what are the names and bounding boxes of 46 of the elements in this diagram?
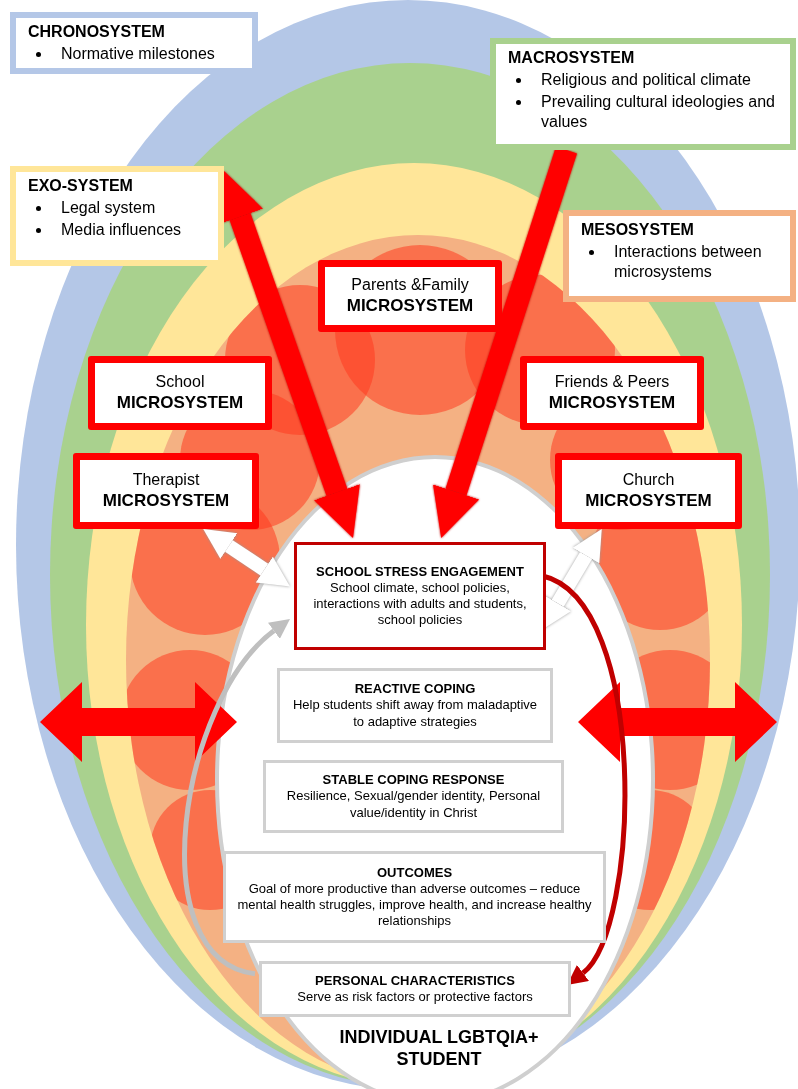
bullet-item: Normative milestones bbox=[61, 44, 215, 64]
box-title: MICROSYSTEM bbox=[102, 490, 230, 512]
box-text: Help students shift away from maladaptive to adaptive strategies bbox=[291, 697, 539, 730]
microsystem-box bbox=[520, 356, 704, 430]
microsystem-box bbox=[73, 453, 259, 529]
box-heading: PERSONAL CHARACTERISTICS bbox=[315, 972, 515, 989]
system-box bbox=[10, 12, 258, 74]
process-box bbox=[263, 760, 564, 833]
box-label: Therapist bbox=[132, 470, 200, 491]
box-label: School bbox=[155, 372, 205, 393]
process-box bbox=[259, 961, 571, 1017]
bullet-item: Legal system bbox=[61, 198, 156, 218]
process-box bbox=[277, 668, 553, 743]
microsystem-box bbox=[318, 260, 502, 332]
system-box bbox=[563, 210, 796, 302]
box-text: Serve as risk factors or protective factors bbox=[297, 989, 533, 1006]
box-heading: MACROSYSTEM bbox=[508, 48, 636, 68]
box-label: Friends & Peers bbox=[554, 372, 670, 393]
microsystem-box bbox=[555, 453, 742, 529]
box-heading: REACTIVE COPING bbox=[354, 681, 476, 698]
microsystem-box bbox=[88, 356, 272, 430]
system-box bbox=[10, 166, 224, 266]
ellipse-label: INDIVIDUAL LGBTQIA+ STUDENT bbox=[338, 1027, 540, 1071]
box-title: MICROSYSTEM bbox=[346, 295, 474, 317]
box-label: Parents &Family bbox=[351, 275, 469, 296]
box-title: MICROSYSTEM bbox=[116, 392, 244, 414]
bullet-item: Religious and political climate bbox=[541, 70, 751, 90]
bullet-item: Prevailing cultural ideologies and values bbox=[541, 92, 776, 132]
box-heading: EXO-SYSTEM bbox=[28, 176, 134, 196]
box-title: MICROSYSTEM bbox=[585, 490, 712, 512]
system-box bbox=[490, 38, 796, 150]
bullet-item: Media influences bbox=[61, 220, 182, 240]
arrow bbox=[182, 617, 289, 977]
bullet-item: Interactions between microsystems bbox=[614, 242, 763, 282]
box-label: Church bbox=[622, 470, 675, 491]
box-text: School climate, school policies, interactions with adults and students, school policies bbox=[312, 579, 528, 629]
box-text: Goal of more productive than adverse outcomes – reduce mental health struggles, improve health, and increase healthy relationships bbox=[236, 880, 593, 930]
box-heading: STABLE COPING RESPONSE bbox=[322, 772, 505, 789]
box-text: Resilience, Sexual/gender identity, Personal value/identity in Christ bbox=[285, 788, 542, 821]
process-box bbox=[223, 851, 606, 943]
box-heading: OUTCOMES bbox=[376, 864, 453, 881]
box-title: MICROSYSTEM bbox=[548, 392, 676, 414]
process-box bbox=[294, 542, 546, 650]
box-heading: MESOSYSTEM bbox=[581, 220, 695, 240]
box-heading: CHRONOSYSTEM bbox=[28, 22, 166, 42]
box-heading: SCHOOL STRESS ENGAGEMENT bbox=[316, 563, 524, 580]
